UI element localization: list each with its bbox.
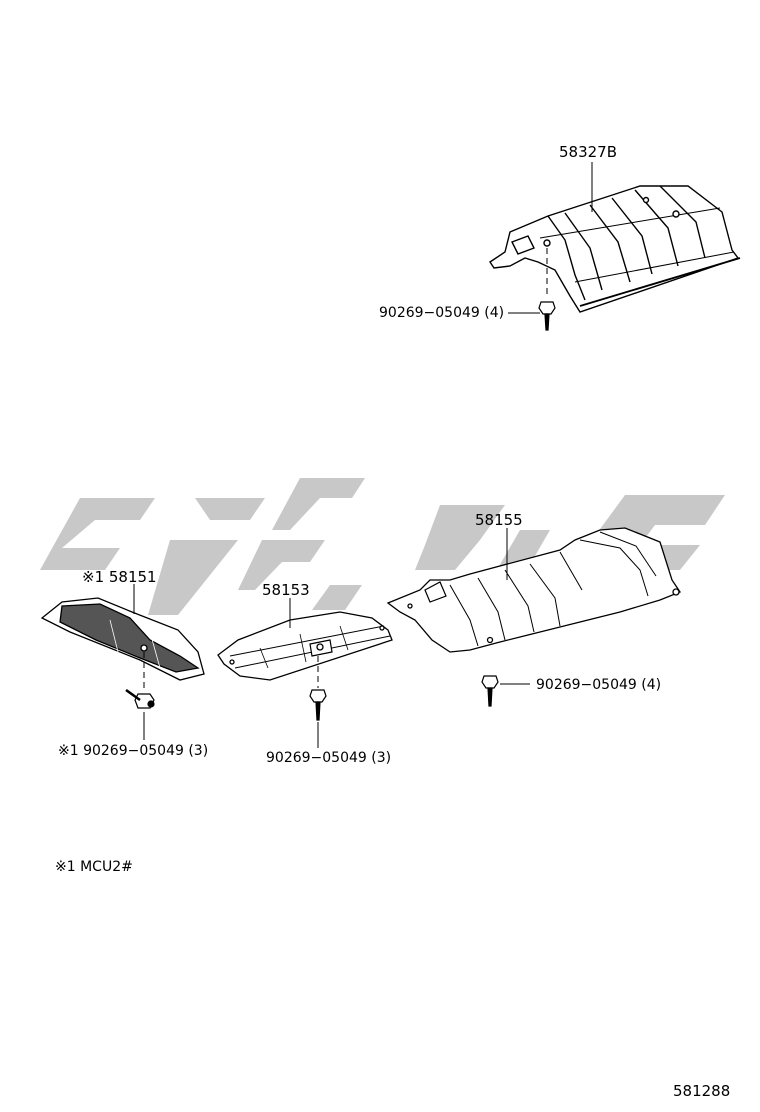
part-58155-heat-insulator	[386, 527, 681, 653]
part-58153-insulator	[217, 611, 393, 681]
label-58155: 58155	[475, 511, 523, 529]
bolt-icon-top	[538, 301, 556, 331]
label-bolt-middle: 90269−05049 (3)	[266, 750, 392, 766]
label-bolt-right: 90269−05049 (4)	[536, 677, 662, 693]
leader-58153	[289, 598, 319, 748]
diagram-number: 581288	[673, 1082, 731, 1100]
label-58153: 58153	[262, 581, 310, 599]
bolt-icon-left	[125, 688, 155, 709]
part-58327b-heat-insulator	[489, 185, 741, 313]
part-58151-insulator	[40, 597, 205, 681]
leader-58151	[133, 584, 145, 740]
bolt-icon-middle	[309, 689, 327, 721]
bolt-icon-right	[481, 675, 499, 707]
leader-58327b	[508, 162, 593, 314]
leader-58155	[500, 528, 530, 685]
label-58327b: 58327B	[559, 143, 618, 161]
footnote: ※1 MCU2#	[55, 859, 133, 875]
label-bolt-top: 90269−05049 (4)	[379, 305, 505, 321]
label-bolt-left: ※1 90269−05049 (3)	[58, 743, 209, 759]
label-58151: ※1 58151	[82, 568, 157, 586]
